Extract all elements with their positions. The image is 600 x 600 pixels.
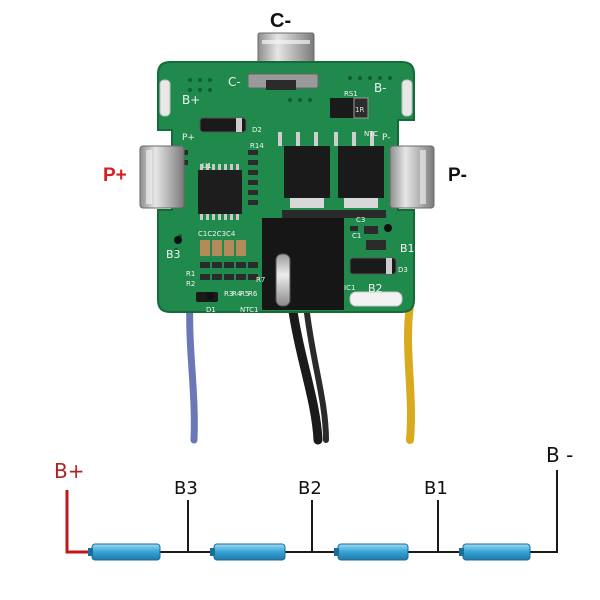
wire-black xyxy=(287,300,329,445)
wire-yellow xyxy=(404,301,415,444)
silk-r7: R7 xyxy=(256,276,265,284)
silk-r2: R2 xyxy=(186,280,195,288)
cell-2 xyxy=(210,543,286,561)
silk-rs1: RS1 xyxy=(344,90,358,98)
pcb-board: 1R xyxy=(157,61,415,313)
silk-r4: R4 xyxy=(232,290,242,298)
label-p-plus: P+ xyxy=(103,165,127,186)
svg-text:1R: 1R xyxy=(355,106,364,114)
silk-r3: R3 xyxy=(224,290,233,298)
label-p-minus: P- xyxy=(448,165,467,186)
silk-b1: B1 xyxy=(400,242,415,255)
silk-r5: R5 xyxy=(240,290,249,298)
silk-ntc1: NTC1 xyxy=(240,306,258,314)
p-plus-terminal xyxy=(139,145,185,209)
silk-c3: C3 xyxy=(356,216,365,224)
silk-b-plus: B+ xyxy=(182,93,200,107)
wiring-label-b-plus: B+ xyxy=(54,459,84,483)
wiring-diagram: B+ B3 B2 B1 B - xyxy=(54,443,573,561)
silk-r6: R6 xyxy=(248,290,258,298)
p-minus-terminal xyxy=(389,145,435,209)
silk-c-minus: C- xyxy=(228,75,241,89)
cell-1 xyxy=(88,543,161,561)
silk-r1: R1 xyxy=(186,270,195,278)
silk-c1c4: C1C2C3C4 xyxy=(198,230,236,238)
silk-ntc: NTC xyxy=(364,130,378,138)
silk-b3: B3 xyxy=(166,248,181,261)
silk-u1: U1 xyxy=(202,162,212,170)
silk-r14: R14 xyxy=(250,142,264,150)
wiring-label-b1: B1 xyxy=(424,478,448,499)
wiring-label-b3: B3 xyxy=(174,478,198,499)
wiring-label-b-minus: B - xyxy=(546,443,573,467)
silk-d2: D2 xyxy=(252,126,262,134)
label-c-minus: C- xyxy=(270,10,291,32)
silk-c1: C1 xyxy=(352,232,361,240)
silk-p-minus: P- xyxy=(382,133,390,143)
wire-blue xyxy=(186,296,198,444)
cell-3 xyxy=(334,543,409,561)
silk-b2: B2 xyxy=(368,282,383,295)
cell-4 xyxy=(459,543,531,561)
wiring-label-b2: B2 xyxy=(298,478,322,499)
silk-p-plus: P+ xyxy=(182,133,195,143)
silk-d1: D1 xyxy=(206,306,216,314)
silk-b-minus: B- xyxy=(374,81,387,95)
silk-ic1: IC1 xyxy=(344,284,355,292)
silk-d3: D3 xyxy=(398,266,408,274)
